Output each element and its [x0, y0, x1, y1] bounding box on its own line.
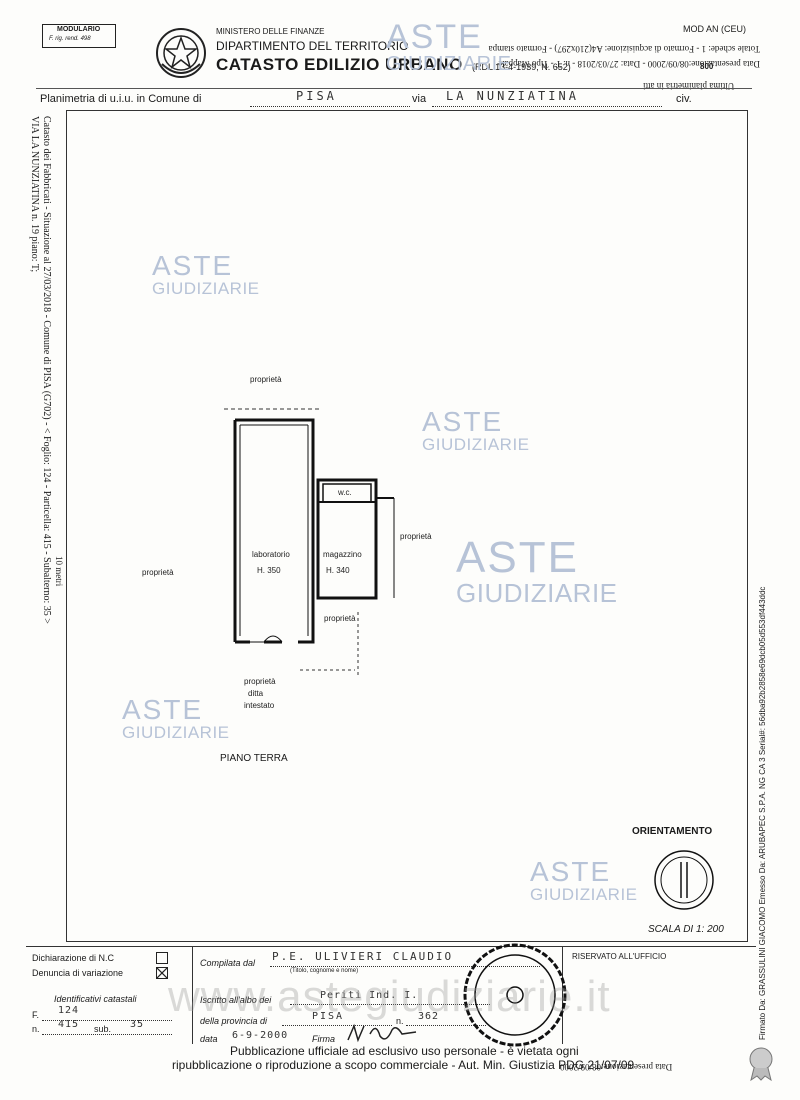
- iscritto-value: Periti Ind. I.: [320, 990, 419, 1001]
- orientation-label: ORIENTAMENTO: [632, 826, 713, 837]
- watermark-6: ASTE GIUDIZIARIE: [386, 18, 512, 75]
- footer-divider-1: [192, 946, 193, 1044]
- magazzino-label: magazzino: [323, 550, 362, 559]
- floor-plan: [224, 408, 395, 675]
- digital-signature: Firmato Da: GRASSULINI GIACOMO Emesso Da…: [758, 586, 767, 1040]
- n-underline: [42, 1034, 172, 1035]
- via-label: via: [412, 93, 427, 105]
- n-label: n.: [32, 1024, 40, 1034]
- numero-label: n.: [396, 1016, 404, 1026]
- watermark-1: ASTE GIUDIZIARIE: [152, 250, 260, 298]
- via-value: LA NUNZIATINA: [446, 89, 579, 103]
- url-watermark: www.astegiudiziarie.it: [168, 972, 611, 1021]
- iscritto-underline: [290, 1004, 490, 1005]
- mod-label: MOD AN (CEU): [683, 24, 746, 34]
- watermark-3: ASTE GIUDIZIARIE: [456, 533, 618, 608]
- modulario-box: MODULARIO F. rig. rend. 498: [42, 24, 116, 48]
- watermark-5: ASTE GIUDIZIARIE: [530, 856, 638, 904]
- denuncia-checkbox[interactable]: [156, 967, 168, 979]
- data-value: 6-9-2000: [232, 1030, 289, 1041]
- official-stamp-icon: [463, 943, 567, 1047]
- planimetria-underline: [250, 106, 410, 107]
- f-underline: [42, 1020, 172, 1021]
- wc-label: w.c.: [338, 488, 352, 497]
- numero-underline: [406, 1025, 486, 1026]
- north-arrow-icon: [654, 850, 714, 910]
- scale-label: SCALA DI 1: 200: [648, 924, 724, 935]
- f-label: F.: [32, 1010, 40, 1020]
- side-text-address: VIA LA NUNZIATINA n. 19 piano: T;: [29, 116, 40, 273]
- footer-divider-2: [562, 946, 563, 1044]
- compilata-label: Compilata dal: [200, 958, 256, 968]
- checkbox-cross-icon: [157, 968, 167, 978]
- publication-line-2: ripubblicazione o riproduzione a scopo c…: [172, 1058, 635, 1072]
- firma-label: Firma: [312, 1034, 335, 1044]
- watermark-4: ASTE GIUDIZIARIE: [122, 694, 230, 742]
- iscritto-label: Iscritto all'albo dei: [200, 995, 272, 1005]
- provincia-underline: [282, 1025, 392, 1026]
- magazzino-height: H. 340: [326, 566, 350, 575]
- rdl-label: (RDL 13-4-1939, N. 652): [472, 62, 571, 72]
- n-value: 415: [58, 1019, 80, 1030]
- compilata-value: P.E. ULIVIERI CLAUDIO: [272, 950, 454, 963]
- proprieta-left: proprietà: [142, 568, 174, 577]
- side-text-catasto: Catasto dei Fabbricati - Situazione al 2…: [41, 116, 52, 624]
- dichiarazione-label: Dichiarazione di N.C: [32, 953, 115, 963]
- side-text-metri: 10 metri: [54, 556, 64, 587]
- publication-line-1: Pubblicazione ufficiale ad esclusivo uso…: [230, 1044, 579, 1058]
- header-rule: [36, 88, 752, 89]
- f-value: 124: [58, 1005, 80, 1016]
- republic-emblem-icon: [156, 28, 206, 78]
- data-label: data: [200, 1034, 218, 1044]
- planimetria-label: Planimetria di u.i.u. in Comune di: [40, 93, 202, 105]
- proprieta-right: proprietà: [400, 532, 432, 541]
- form-code: 800: [700, 62, 714, 71]
- handwritten-signature-icon: [347, 1023, 417, 1043]
- comune-value: PISA: [296, 89, 337, 103]
- provincia-label: della provincia di: [200, 1016, 268, 1026]
- proprieta-bottom: proprietà: [324, 614, 356, 623]
- provincia-value: PISA: [312, 1011, 345, 1022]
- titolo-sub: (Titolo, cognome e nome): [290, 968, 359, 974]
- catasto-title: CATASTO EDILIZIO URBANO: [216, 55, 463, 74]
- floor-label: PIANO TERRA: [220, 753, 288, 764]
- civ-label: civ.: [676, 93, 692, 105]
- denuncia-label: Denuncia di variazione: [32, 968, 124, 978]
- footer-rule: [26, 946, 756, 947]
- riservato-label: RISERVATO ALL'UFFICIO: [572, 952, 667, 961]
- drawing-frame: [66, 110, 748, 942]
- watermark-2: ASTE GIUDIZIARIE: [422, 406, 530, 454]
- laboratorio-room: [233, 418, 315, 644]
- modulario-sub: F. rig. rend. 498: [49, 36, 91, 42]
- ministry-label: MINISTERO DELLE FINANZE: [216, 27, 325, 36]
- sub-value: 35: [130, 1019, 145, 1030]
- via-underline: [432, 106, 662, 107]
- dichiarazione-checkbox[interactable]: [156, 952, 168, 964]
- laboratorio-label: laboratorio: [252, 550, 290, 559]
- numero-value: 362: [418, 1011, 440, 1022]
- ditta-line-1: proprietà: [244, 677, 276, 686]
- sub-label: sub.: [94, 1024, 112, 1034]
- proprieta-top: proprietà: [250, 375, 282, 384]
- modulario-label: MODULARIO: [57, 26, 101, 33]
- laboratorio-height: H. 350: [257, 566, 281, 575]
- magazzino-room: [316, 478, 395, 600]
- upside-line-3: Ultima planimetria in atti: [643, 81, 735, 91]
- ditta-line-2: ditta: [248, 689, 264, 698]
- award-seal-icon: [749, 1047, 773, 1082]
- ident-label: Identificativi catastali: [54, 994, 137, 1004]
- ditta-line-3: intestato: [244, 701, 275, 710]
- compilata-underline: [270, 966, 540, 967]
- department-label: DIPARTIMENTO DEL TERRITORIO: [216, 39, 409, 53]
